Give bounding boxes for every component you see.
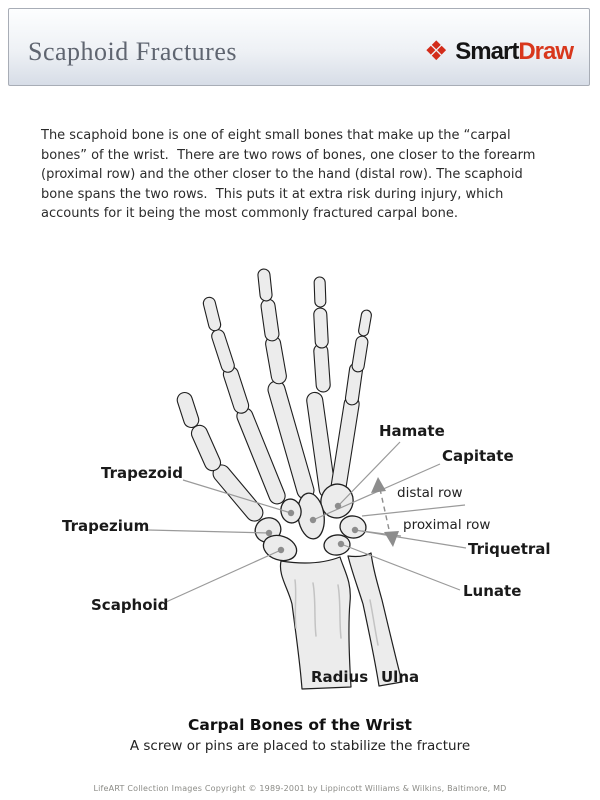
triquetral-leader <box>354 529 467 549</box>
finger-bones <box>176 268 372 522</box>
label-proximal-row: proximal row <box>403 517 491 533</box>
smartdraw-diamond-icon: ❖ <box>424 35 449 67</box>
index-finger-bones <box>202 296 286 505</box>
pinky-finger-bones <box>330 309 372 497</box>
ring-finger-bones <box>306 276 336 499</box>
hamate-leader <box>337 441 401 507</box>
label-radius: Radius <box>311 668 369 686</box>
distal-row-leader <box>361 504 466 517</box>
logo-text-smart: Smart <box>455 38 519 65</box>
diagram-caption: Carpal Bones of the Wrist A screw or pin… <box>0 716 600 754</box>
lunate-leader <box>340 543 461 591</box>
ulna-bone <box>347 552 403 687</box>
lunate-bone <box>323 534 351 556</box>
label-ulna: Ulna <box>381 668 420 686</box>
logo-text-draw: Draw <box>518 38 574 65</box>
label-capitate: Capitate <box>442 447 514 465</box>
label-distal-row: distal row <box>397 485 463 501</box>
trapezoid-leader <box>182 479 292 514</box>
label-hamate: Hamate <box>379 422 445 440</box>
thumb-bones <box>176 391 264 522</box>
rows-span-arrow-icon <box>371 477 399 547</box>
hamate-bone <box>320 483 354 519</box>
label-triquetral: Triquetral <box>468 540 551 558</box>
middle-finger-bones <box>257 268 315 500</box>
copyright-notice: LifeART Collection Images Copyright © 19… <box>93 784 507 793</box>
label-lunate: Lunate <box>463 582 522 600</box>
label-scaphoid: Scaphoid <box>91 596 169 614</box>
triquetrum-bone <box>339 515 367 539</box>
caption-title: Carpal Bones of the Wrist <box>188 716 412 734</box>
scaphoid-leader <box>165 549 282 603</box>
bone-texture-lines <box>294 579 379 646</box>
bone-marker-dots <box>265 502 359 554</box>
trapezium-leader <box>147 529 270 534</box>
intro-paragraph: The scaphoid bone is one of eight small … <box>41 128 540 221</box>
page-title: Scaphoid Fractures <box>28 37 238 66</box>
label-trapezoid: Trapezoid <box>101 464 183 482</box>
label-trapezium: Trapezium <box>62 517 150 535</box>
caption-subtitle: A screw or pins are placed to stabilize … <box>129 738 471 754</box>
